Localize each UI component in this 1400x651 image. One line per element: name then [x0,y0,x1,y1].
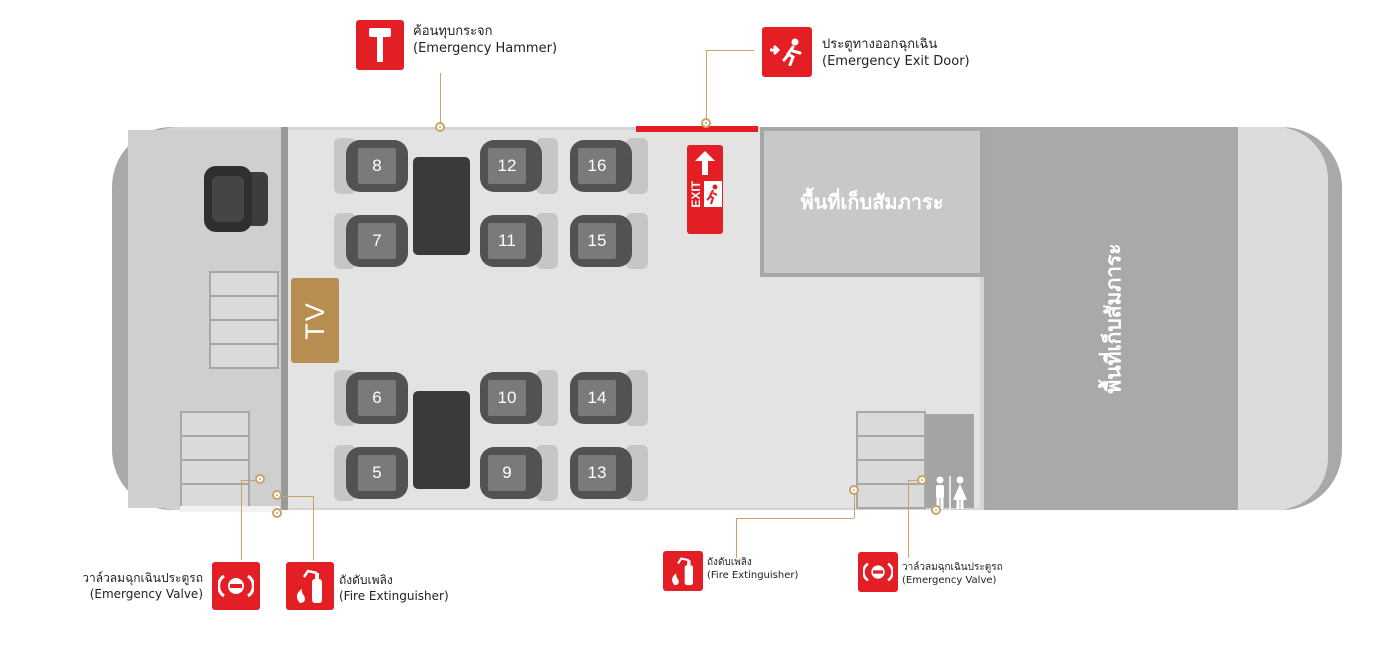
front-stairs [209,271,279,369]
arrow-up-icon [695,151,715,175]
restroom-icon [936,476,967,510]
valve-icon [218,574,254,598]
valve-rear-label-thai: วาล์วลมฉุกเฉินประตูรถ [902,562,1003,573]
door-opening [180,506,280,512]
extinguisher-front-leader-line [313,496,314,560]
valve-rear-callout-text: วาล์วลมฉุกเฉินประตูรถ (Emergency Valve) [902,561,1003,587]
seat-6[interactable]: 6 [334,370,416,426]
extinguisher-rear-marker [849,485,859,495]
hammer-label-english: (Emergency Hammer) [413,40,558,56]
seat-13[interactable]: 13 [566,445,648,501]
extinguisher-front-marker-2 [272,508,282,518]
valve-rear-marker [917,475,927,485]
luggage-area-upper: พื้นที่เก็บสัมภาระ [760,127,984,277]
valve-front-label-thai: วาล์วลมฉุกเฉินประตูรถ [82,571,203,585]
valve-rear-label-english: (Emergency Valve) [902,575,997,586]
extinguisher-rear-leader-line [736,518,737,558]
driver-seat [200,166,268,232]
exit-door-leader-line [706,50,707,120]
extinguisher-front-marker [272,490,282,500]
rear-stairs [856,411,926,509]
hammer-marker [435,122,445,132]
hammer-icon [369,28,391,62]
seat-16[interactable]: 16 [566,138,648,194]
hammer-label-thai: ค้อนทุบกระจก [413,24,493,39]
emergency-exit-door [636,126,758,132]
seat-14[interactable]: 14 [566,370,648,426]
fire-extinguisher-icon [672,557,693,586]
entry-stairs [180,411,250,509]
restroom [926,414,974,510]
exit-door-marker [701,118,711,128]
extinguisher-front-callout-icon [286,562,334,610]
valve-rear-leader-line [908,480,909,558]
extinguisher-front-label-thai: ถังดับเพลิง [339,573,393,587]
seat-12[interactable]: 12 [476,138,558,194]
hammer-callout-text: ค้อนทุบกระจก (Emergency Hammer) [413,24,557,58]
extinguisher-front-callout-text: ถังดับเพลิง (Fire Extinguisher) [339,573,449,604]
valve-front-callout-icon [212,562,260,610]
seat-8[interactable]: 8 [334,138,416,194]
exit-runner-icon [703,181,722,208]
extinguisher-rear-callout-text: ถังดับเพลิง (Fire Extinguisher) [707,556,798,582]
extinguisher-rear-label-thai: ถังดับเพลิง [707,557,752,568]
table-upper [413,157,470,255]
hammer-leader-line [440,73,441,126]
luggage-area-rear: พื้นที่เก็บสัมภาระ [990,127,1238,510]
extinguisher-rear-label-english: (Fire Extinguisher) [707,570,799,581]
extinguisher-rear-callout-icon [663,551,703,591]
exit-door-label-thai: ประตูทางออกฉุกเฉิน [822,37,938,52]
valve-icon [863,562,893,582]
hammer-callout-icon [356,20,404,70]
extinguisher-front-label-english: (Fire Extinguisher) [339,588,449,603]
tv-screen: TV [291,278,339,363]
table-lower [413,391,470,489]
seat-10[interactable]: 10 [476,370,558,426]
seat-5[interactable]: 5 [334,445,416,501]
valve-front-label-english: (Emergency Valve) [89,586,203,601]
rear-partition [984,127,990,510]
valve-front-leader-line [241,480,242,560]
exit-door-label-english: (Emergency Exit Door) [822,53,970,69]
exit-door-callout-text: ประตูทางออกฉุกเฉิน (Emergency Exit Door) [822,37,970,71]
running-person-exit-icon [770,38,802,66]
valve-front-callout-text: วาล์วลมฉุกเฉินประตูรถ (Emergency Valve) [40,571,203,602]
exit-sign: EXIT [687,145,723,234]
bus-rear-end [1238,127,1328,510]
valve-front-marker [255,474,265,484]
cabin-partition [281,127,288,510]
seat-7[interactable]: 7 [334,213,416,269]
fire-extinguisher-icon [296,569,322,603]
seat-9[interactable]: 9 [476,445,558,501]
seat-15[interactable]: 15 [566,213,648,269]
exit-door-callout-icon [762,27,812,77]
seat-11[interactable]: 11 [476,213,558,269]
valve-rear-callout-icon [858,552,898,592]
valve-rear-marker-2 [931,505,941,515]
